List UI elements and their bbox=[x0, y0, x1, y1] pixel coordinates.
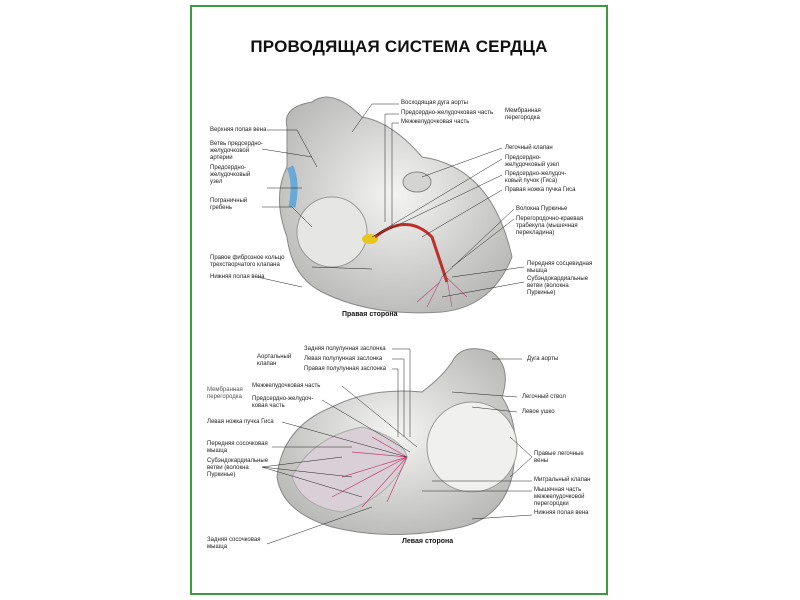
label-av-node-left: Предсердно- желудочковый узел bbox=[210, 165, 251, 185]
label-posterior-papillary: Задняя сосочковая мышца bbox=[207, 537, 261, 550]
label-superior-vena-cava: Верхняя полая вена bbox=[210, 127, 267, 133]
label-aortic-arch: Дуга аорты bbox=[527, 356, 559, 362]
label-av-part-left: Предсердно-желудоч- ковая часть bbox=[252, 396, 314, 409]
caption-right-side: Правая сторона bbox=[342, 311, 398, 318]
label-inferior-vena-cava: Нижняя полая вена bbox=[210, 274, 265, 280]
heart-illustrations bbox=[256, 96, 533, 545]
label-membranous-septum: Мембранная перегородка bbox=[505, 108, 541, 121]
label-pulmonary-veins: Правые легочные вены bbox=[534, 451, 584, 464]
av-node bbox=[362, 234, 378, 244]
label-pulmonary-valve: Легочный клапан bbox=[505, 145, 553, 151]
label-anterior-papillary-left: Передняя сосочковая мышца bbox=[207, 441, 268, 454]
label-his-bundle: Предсердно-желудоч- ковый пучок (Гиса) bbox=[505, 171, 567, 184]
label-inferior-vena-cava-left: Нижняя полая вена bbox=[534, 510, 589, 516]
his-bundle-right bbox=[374, 223, 449, 283]
label-mitral-valve: Митральный клапан bbox=[534, 477, 591, 483]
label-right-cusp: Правая полулунная заслонка bbox=[304, 366, 386, 372]
label-right-bundle-branch: Правая ножка пучка Гиса bbox=[505, 187, 576, 193]
label-septomarginal-trabecula: Перегородочно-краевая трабекула (мышечна… bbox=[516, 216, 584, 236]
label-ascending-aorta: Восходящая дуга аорты bbox=[401, 100, 468, 106]
label-subendocardial-left: Субэндокардиальные ветви (волокна Пуркин… bbox=[207, 458, 269, 478]
label-purkinje-fibers: Волокна Пуркинье bbox=[516, 206, 568, 212]
purkinje-fibers bbox=[416, 274, 468, 308]
label-aortic-valve: Аортальный клапан bbox=[257, 354, 292, 367]
left-purkinje-fibers bbox=[331, 436, 408, 508]
label-av-part: Предсердно-желудочковая часть bbox=[401, 110, 494, 116]
right-side-heart bbox=[256, 96, 525, 314]
av-node-blue bbox=[286, 165, 298, 208]
label-membranous-septum-left: Мембранная перегородка bbox=[207, 387, 243, 400]
poster: ПРОВОДЯЩАЯ СИСТЕМА СЕРДЦА bbox=[190, 5, 608, 595]
label-interventricular-part-left: Межжелудочковая часть bbox=[252, 383, 321, 389]
leader-lines-top bbox=[256, 103, 525, 298]
label-pulmonary-trunk: Легочный ствол bbox=[522, 394, 566, 400]
leader-lines-bottom bbox=[261, 348, 533, 545]
label-crista-terminalis: Пограничный гребень bbox=[210, 198, 248, 211]
label-posterior-cusp: Задняя полулунная заслонка bbox=[304, 346, 386, 352]
label-av-node-right: Предсердно- желудочковый узел bbox=[505, 155, 560, 168]
poster-title: ПРОВОДЯЩАЯ СИСТЕМА СЕРДЦА bbox=[250, 37, 548, 56]
label-av-artery-branch: Ветвь предсердно- желудочковой артерии bbox=[210, 141, 263, 161]
label-muscular-septum: Мышечная часть межжелудочковой перегород… bbox=[534, 487, 585, 507]
label-left-bundle-branch: Левая ножка пучка Гиса bbox=[207, 419, 274, 425]
label-interventricular-part: Межжелудочковая часть bbox=[401, 119, 470, 125]
label-anterior-papillary-muscle: Передняя сосцевидная мышца bbox=[527, 261, 593, 274]
left-side-heart bbox=[261, 348, 533, 545]
caption-left-side: Левая сторона bbox=[402, 538, 454, 545]
label-fibrous-ring: Правое фиброзное кольцо трехстворчатого … bbox=[210, 255, 285, 268]
label-left-auricle: Левое ушко bbox=[522, 409, 555, 415]
label-left-cusp: Левая полулунная заслонка bbox=[304, 356, 383, 362]
label-subendocardial-branches: Субэндокардиальные ветви (волокна Пуркин… bbox=[527, 276, 589, 296]
